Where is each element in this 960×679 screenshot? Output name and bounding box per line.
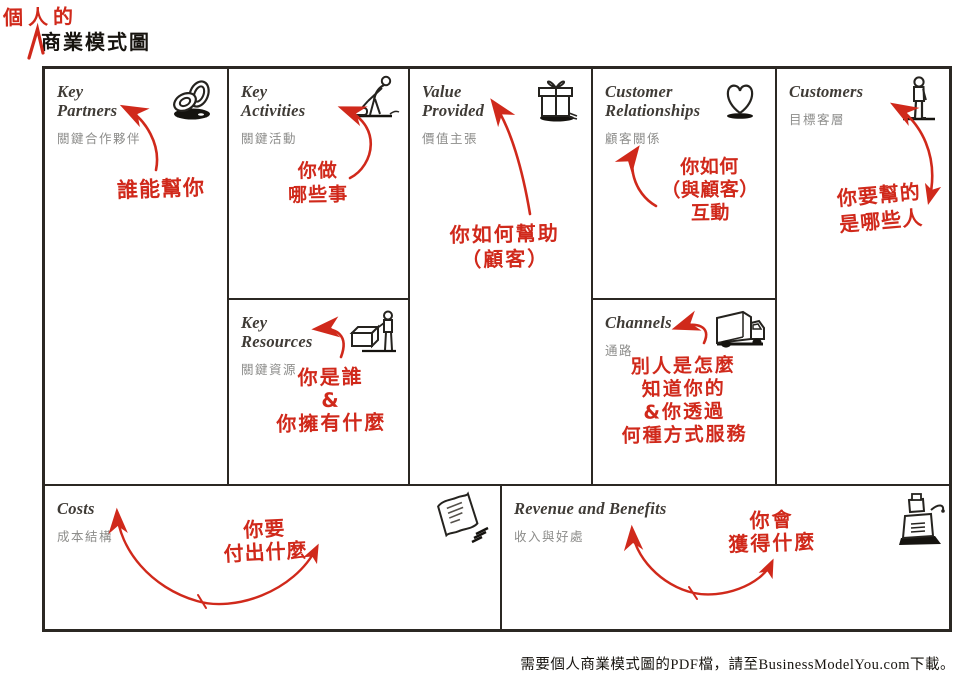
sweeper-icon	[350, 74, 400, 125]
title-line: Value	[422, 82, 462, 101]
receipts-icon	[428, 490, 494, 555]
title-line: Relationships	[605, 101, 701, 121]
annotation-customers: 你要幫的 是哪些人	[835, 179, 925, 237]
customer-relationships-title: Customer Relationships	[605, 82, 763, 120]
truck-icon	[709, 304, 769, 359]
key-partners-subtitle: 關鍵合作夥伴	[57, 132, 142, 147]
worker-box-icon	[346, 309, 400, 360]
revenue-title: Revenue and Benefits	[514, 499, 937, 518]
channels-title: Channels	[605, 313, 763, 332]
channels-subtitle: 通路	[605, 344, 634, 359]
title-line: Activities	[241, 101, 306, 121]
key-partners-title: Key Partners	[57, 82, 215, 120]
annotation-revenue: 你會 獲得什麼	[727, 507, 817, 557]
annotation-key-resources: 你是誰 & 你擁有什麼	[276, 364, 387, 436]
heart-icon	[717, 77, 763, 126]
value-provided-title: Value Provided	[422, 82, 579, 120]
footer-note: 需要個人商業模式圖的PDF檔，請至BusinessModelYou.com下載。	[520, 657, 955, 673]
annotation-channels: 別人是怎麼 知道你的 &你透過 何種方式服務	[621, 354, 748, 448]
customers-title: Customers	[789, 82, 937, 101]
key-partners-cell: Key Partners 關鍵合作夥伴	[45, 69, 229, 484]
value-provided-cell: Value Provided 價值主張	[410, 69, 593, 484]
title-line: Resources	[241, 332, 313, 352]
costs-subtitle: 成本結構	[57, 530, 114, 545]
customers-cell: Customers 目標客層	[777, 69, 949, 484]
title-line: Provided	[422, 101, 485, 121]
revenue-subtitle: 收入與好處	[514, 530, 585, 545]
key-activities-title: Key Activities	[241, 82, 396, 120]
annotation-key-partners: 誰能幫你	[116, 175, 206, 203]
key-resources-subtitle: 關鍵資源	[241, 363, 298, 378]
page-title: 商業模式圖	[41, 32, 151, 54]
annotation-value-provided: 你如何幫助 （顧客）	[449, 221, 560, 272]
title-line: Key	[57, 82, 84, 101]
key-activities-cell: Key Activities 關鍵活動	[229, 69, 410, 300]
gift-icon	[529, 75, 581, 128]
title-line: Partners	[57, 101, 118, 121]
annotation-key-activities: 你做 哪些事	[288, 159, 349, 207]
title-line: Costs	[57, 499, 95, 518]
title-line: Customers	[789, 82, 864, 101]
customers-subtitle: 目標客層	[789, 113, 846, 128]
title-line: Revenue and Benefits	[514, 499, 667, 518]
title-line: Key	[241, 313, 268, 332]
annotation-customer-relationships: 你如何 （與顧客） 互動	[661, 155, 759, 225]
title-line: Channels	[605, 313, 672, 332]
key-activities-subtitle: 關鍵活動	[241, 132, 298, 147]
title-line: Customer	[605, 82, 673, 101]
rings-icon	[165, 76, 219, 127]
customer-relationships-cell: Customer Relationships 顧客關係	[593, 69, 777, 300]
costs-title: Costs	[57, 499, 488, 518]
key-resources-title: Key Resources	[241, 313, 396, 351]
standing-person-icon	[895, 75, 939, 128]
annotation-costs: 你要 付出什麼	[223, 515, 309, 567]
cash-register-icon	[889, 490, 947, 557]
title-line: Key	[241, 82, 268, 101]
customer-relationships-subtitle: 顧客關係	[605, 132, 662, 147]
value-provided-subtitle: 價值主張	[422, 132, 479, 147]
